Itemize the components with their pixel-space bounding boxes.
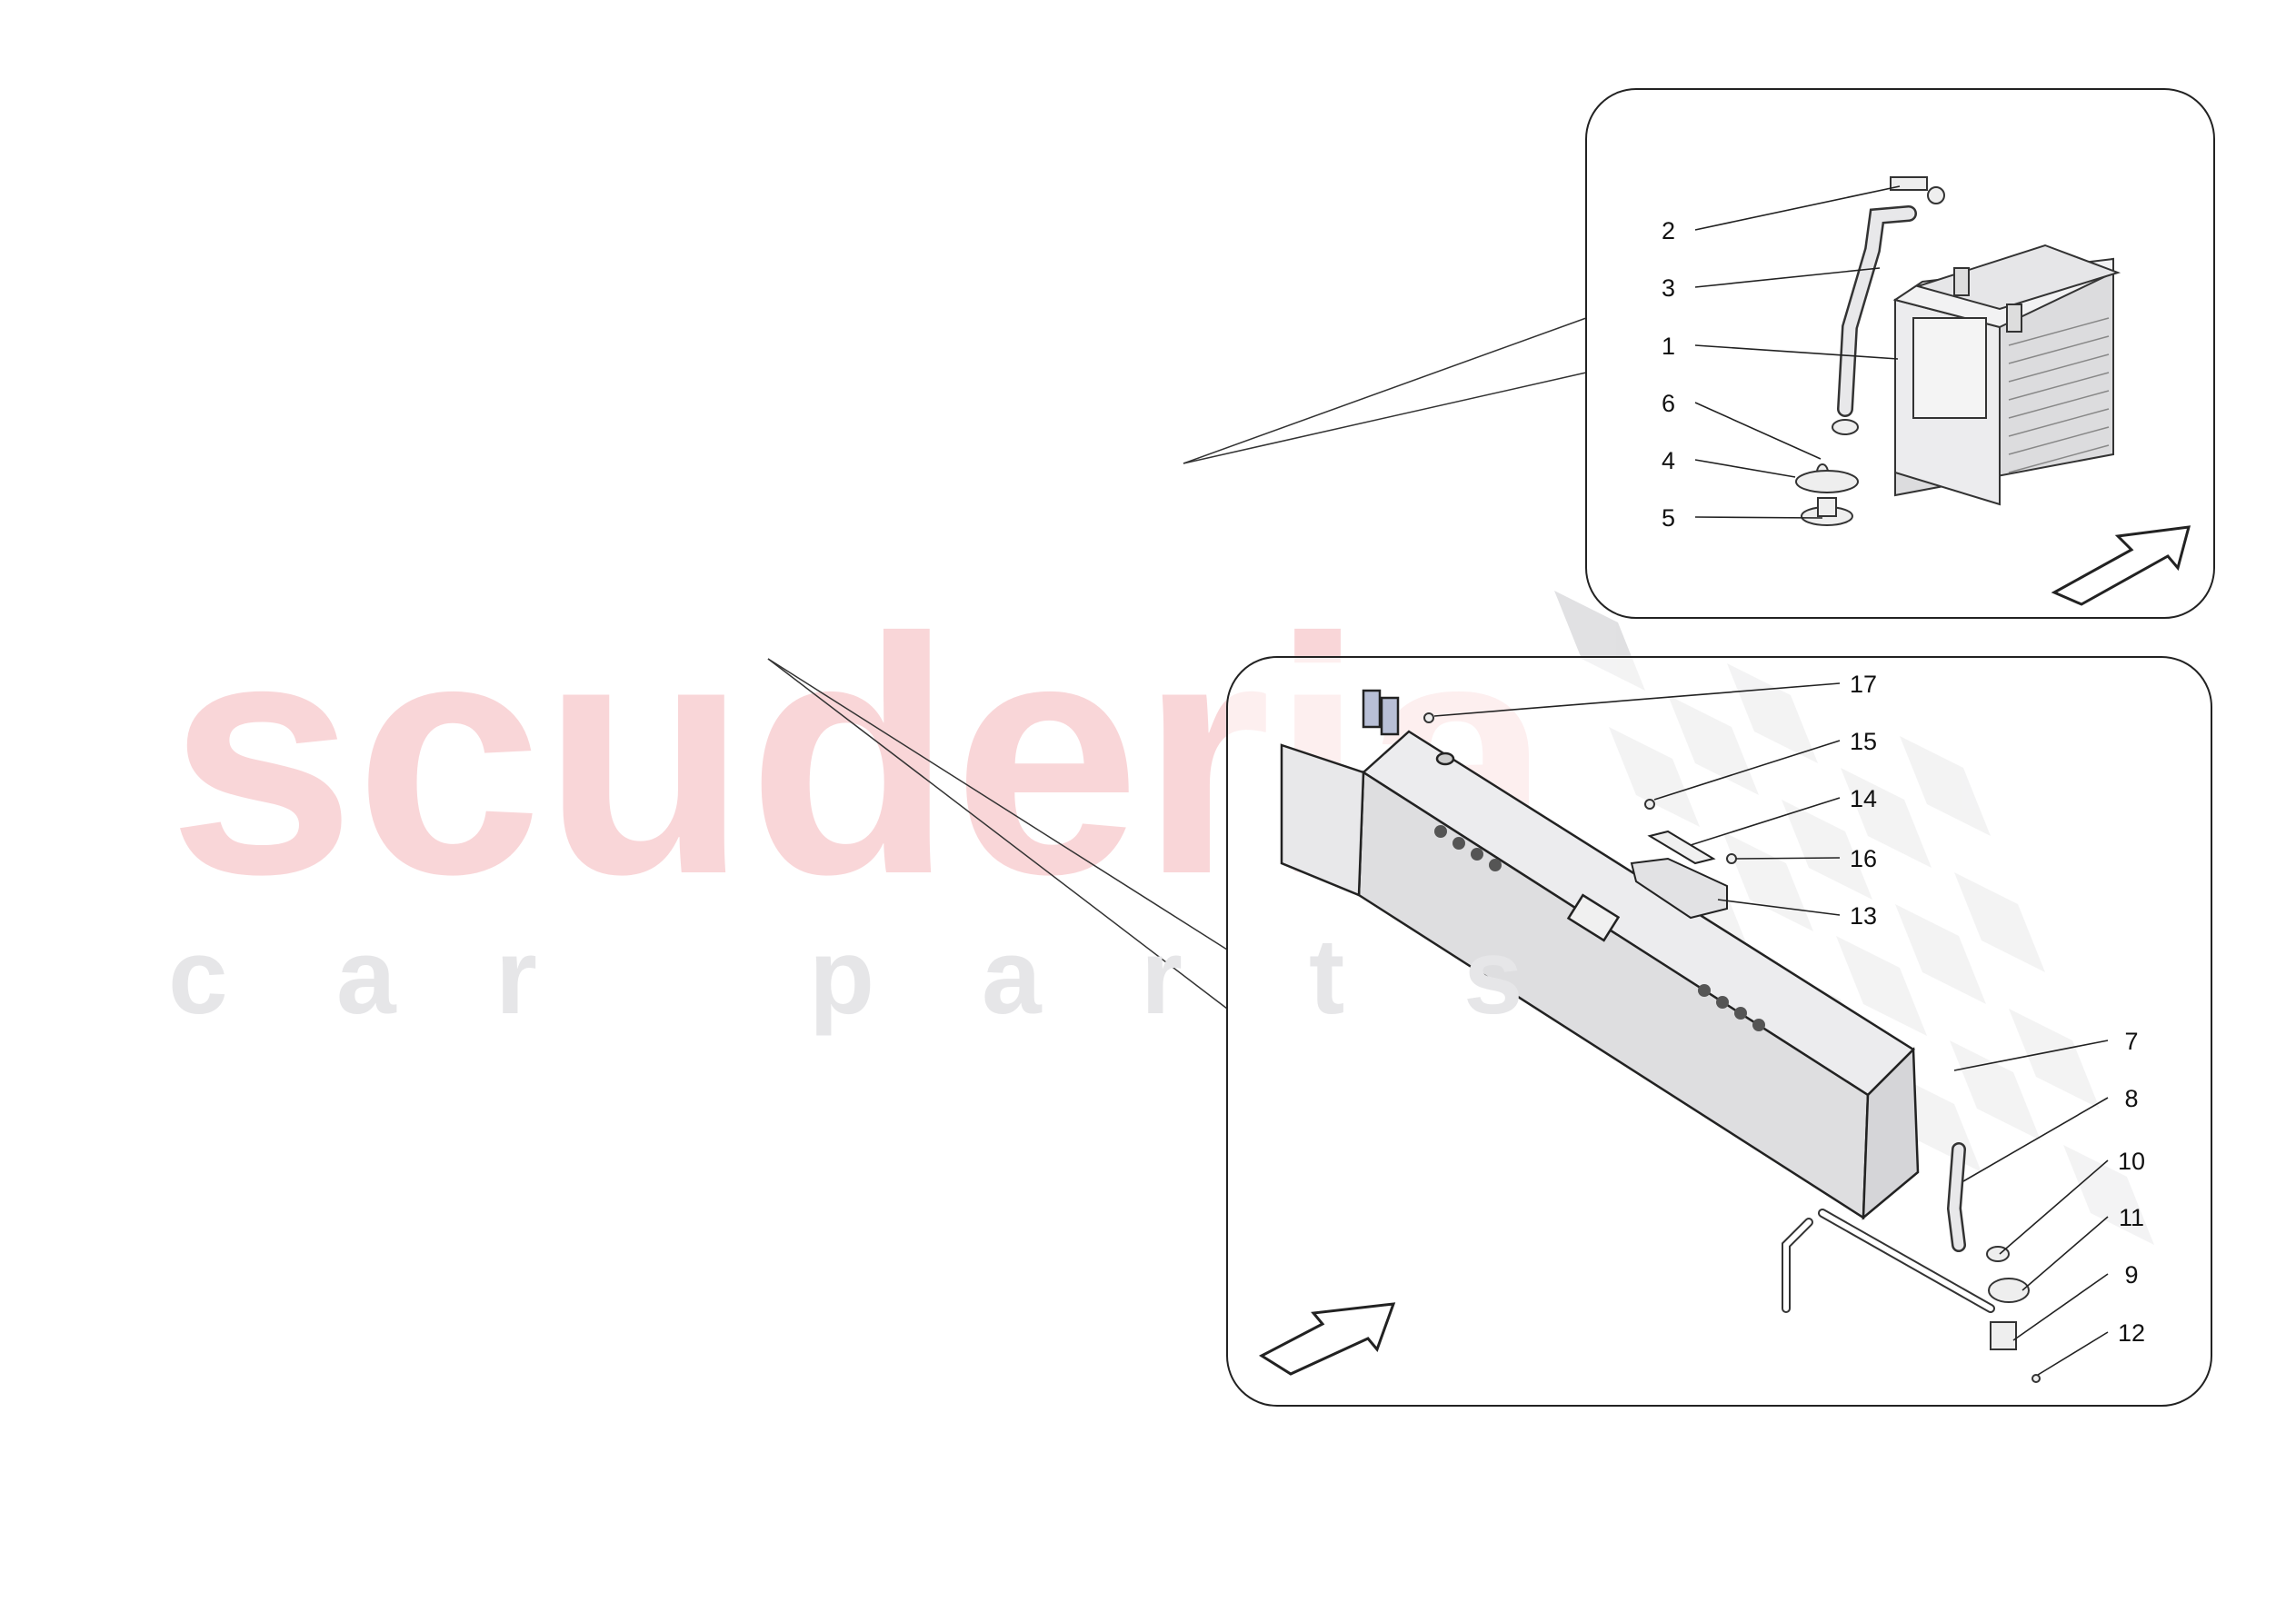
callout-number: 16 [1850, 845, 1877, 872]
callout-number: 11 [2119, 1204, 2144, 1231]
top-callouts: 2 3 1 6 4 5 [1662, 185, 1901, 532]
watermark-letter: s [1463, 917, 1523, 1037]
callout-leader [1694, 344, 1899, 360]
callout-16[interactable]: 16 [1735, 845, 1877, 872]
screw-part-12[interactable] [2031, 1374, 2041, 1383]
watermark-letter: t [1309, 917, 1344, 1037]
direction-arrow-icon [1258, 1302, 1396, 1376]
callout-17[interactable]: 17 [1433, 671, 1877, 717]
callout-number: 15 [1850, 728, 1877, 755]
callout-15[interactable]: 15 [1653, 728, 1877, 801]
screw-part-16[interactable] [1726, 853, 1737, 864]
bracket-part-13[interactable] [1630, 830, 1728, 920]
hose-part-8-fill [1949, 1144, 1964, 1250]
callout-number: 14 [1850, 785, 1877, 812]
callout-13[interactable]: 13 [1717, 899, 1877, 930]
battery-part-1[interactable] [1892, 244, 2121, 506]
callout-2[interactable]: 2 [1662, 185, 1901, 244]
screw-part-15[interactable] [1644, 799, 1655, 810]
clip-part-6[interactable] [1832, 419, 1859, 435]
bottom-panel: 17 15 14 16 13 7 8 10 11 9 12 [1226, 656, 2212, 1407]
callout-number: 4 [1662, 447, 1675, 474]
callout-leader [1999, 1159, 2109, 1255]
callout-leader [2037, 1331, 2109, 1376]
callout-leader [1694, 459, 1796, 478]
callout-number: 6 [1662, 390, 1675, 417]
watermark-letter: a [982, 917, 1043, 1037]
bottom-callouts: 17 15 14 16 13 7 8 10 11 9 12 [1433, 671, 2145, 1376]
callout-leader [1694, 267, 1881, 288]
callout-6[interactable]: 6 [1662, 390, 1822, 460]
fitting-ring [1927, 186, 1945, 204]
gasket-part-11[interactable] [1988, 1278, 2030, 1303]
callout-number: 1 [1662, 333, 1675, 360]
callout-7[interactable]: 7 [1953, 1028, 2139, 1071]
callout-leader [1690, 797, 1841, 846]
callout-1[interactable]: 1 [1662, 333, 1899, 360]
callout-leader [1433, 682, 1841, 717]
fitting-part-9[interactable] [1990, 1321, 2017, 1350]
callout-5[interactable]: 5 [1662, 504, 1823, 532]
gasket-part-4[interactable] [1795, 470, 1859, 493]
fitting-part-2[interactable] [1890, 176, 1928, 191]
callout-number: 5 [1662, 504, 1675, 532]
callout-4[interactable]: 4 [1662, 447, 1796, 478]
callout-10[interactable]: 10 [1999, 1148, 2145, 1255]
plug-part-17[interactable] [1423, 712, 1434, 723]
callout-leader-lines [767, 317, 1587, 1010]
callout-14[interactable]: 14 [1690, 785, 1877, 846]
callout-leader [1694, 402, 1822, 460]
plate-part-14[interactable] [1647, 830, 1716, 865]
callout-number: 2 [1662, 217, 1675, 244]
callout-number: 17 [1850, 671, 1877, 698]
callout-leader [1735, 857, 1841, 860]
watermark-letter: r [495, 917, 537, 1037]
callout-8[interactable]: 8 [1962, 1085, 2139, 1182]
callout-number: 9 [2124, 1261, 2138, 1289]
callout-number: 10 [2118, 1148, 2145, 1175]
hose-part-3-fill [1839, 207, 1915, 415]
watermark-letter: c [168, 917, 228, 1037]
callout-leader [2012, 1273, 2109, 1341]
watermark-letter: a [336, 917, 397, 1037]
callout-3[interactable]: 3 [1662, 267, 1881, 302]
cooler-radiator-part[interactable] [1280, 689, 1920, 1220]
callout-leader [1717, 899, 1841, 916]
callout-9[interactable]: 9 [2012, 1261, 2139, 1341]
callout-number: 8 [2124, 1085, 2138, 1112]
callout-leader [1694, 185, 1901, 231]
callout-leader [1653, 740, 1841, 801]
callout-number: 12 [2118, 1319, 2145, 1347]
direction-arrow-icon [2051, 525, 2191, 606]
callout-12[interactable]: 12 [2037, 1319, 2145, 1376]
callout-number: 3 [1662, 274, 1675, 302]
callout-leader [2021, 1216, 2109, 1291]
top-panel: 2 3 1 6 4 5 [1585, 88, 2215, 619]
watermark-letter: p [809, 917, 874, 1037]
callout-leader [1694, 516, 1823, 519]
callout-11[interactable]: 11 [2021, 1204, 2144, 1291]
watermark-letter: r [1141, 917, 1183, 1037]
callout-leader [1962, 1097, 2109, 1182]
callout-number: 7 [2124, 1028, 2138, 1055]
pipe-part-7-fill [1783, 1210, 1993, 1311]
callout-number: 13 [1850, 902, 1877, 930]
flange-neck [1817, 497, 1837, 517]
callout-leader [1953, 1040, 2109, 1071]
